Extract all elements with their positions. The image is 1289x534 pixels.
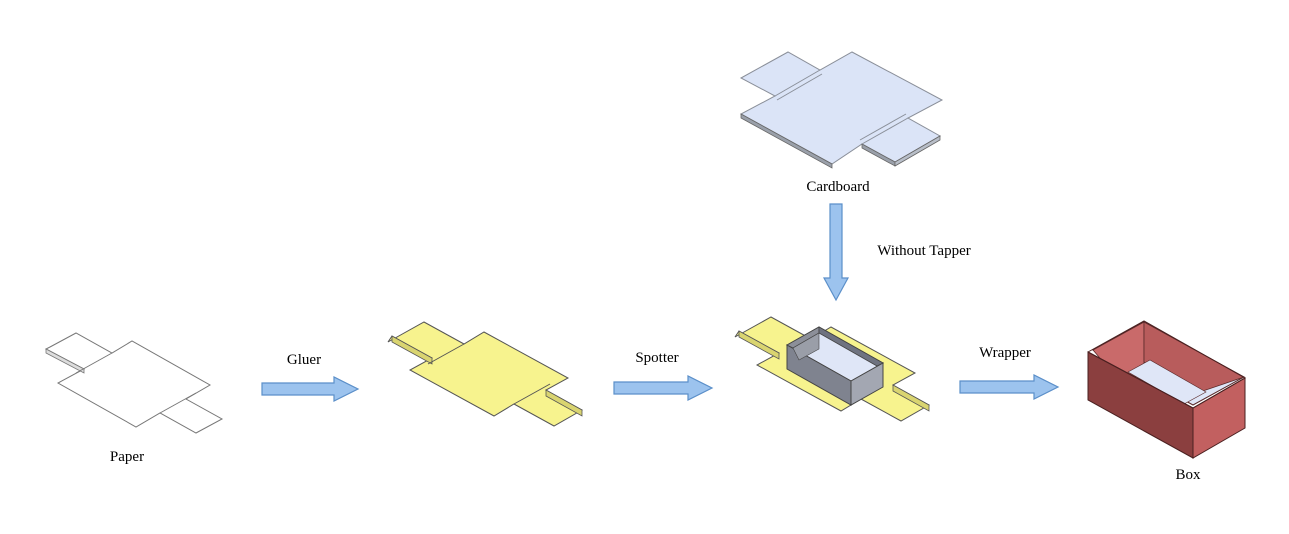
paper-blank xyxy=(44,332,224,434)
spotter-arrow xyxy=(613,375,714,401)
gluer-label: Gluer xyxy=(287,352,321,368)
gluer-arrow xyxy=(261,376,360,402)
cardboard-blank xyxy=(739,51,944,169)
final-box xyxy=(1087,320,1247,459)
spotted-blank xyxy=(734,316,931,422)
glued-blank xyxy=(387,321,584,427)
without-tapper-label: Without Tapper xyxy=(877,243,970,259)
paper-sheet xyxy=(44,332,224,434)
glued-sheet xyxy=(387,321,584,427)
cardboard-sheet xyxy=(739,51,944,165)
without-tapper-arrow xyxy=(822,203,850,302)
cardboard-label: Cardboard xyxy=(806,179,870,195)
wrapper-arrow xyxy=(959,374,1060,400)
spotter-label: Spotter xyxy=(635,350,678,366)
inner-tray xyxy=(785,326,885,406)
wrapper-label: Wrapper xyxy=(979,345,1031,361)
paper-sheet-edge xyxy=(45,348,85,374)
paper-label: Paper xyxy=(110,449,144,465)
box-label: Box xyxy=(1175,467,1201,483)
